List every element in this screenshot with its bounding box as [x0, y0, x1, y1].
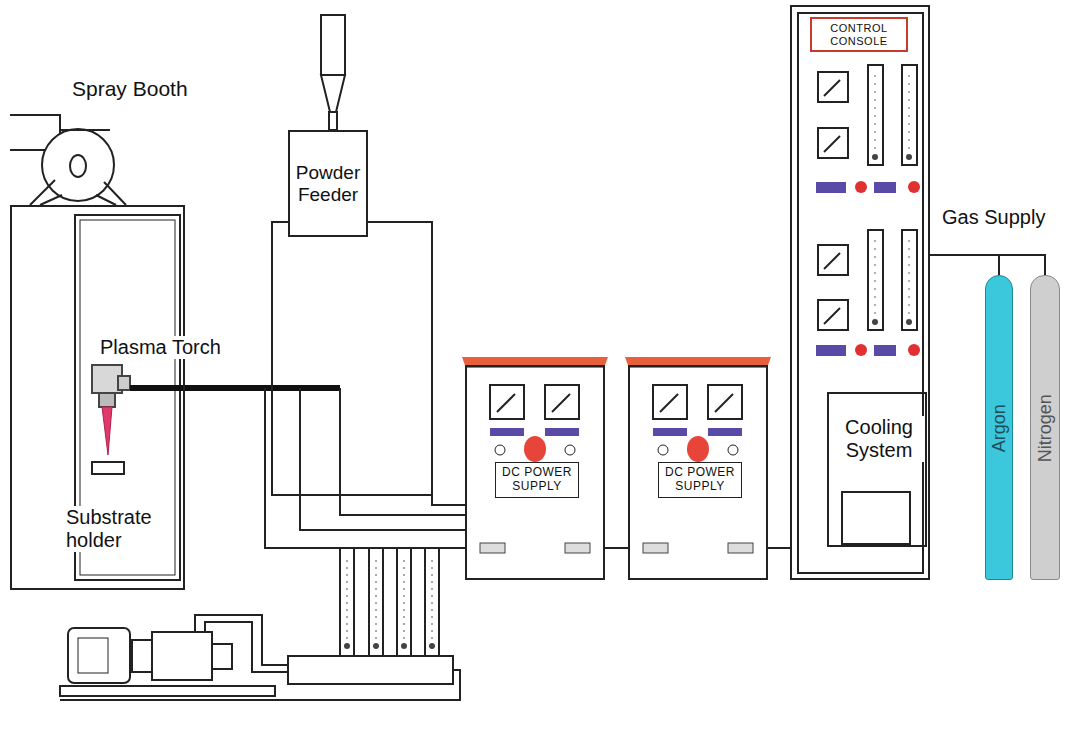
box-text: Spray Booth: [70, 77, 190, 101]
equipment-box: Powder Feeder: [288, 130, 368, 237]
equipment-box: Nitrogen: [1030, 275, 1060, 580]
box-text: DC POWER SUPPLY: [658, 462, 742, 498]
box-text: Cooling System: [833, 416, 925, 462]
box-text: DC POWER SUPPLY: [495, 462, 579, 498]
equipment-box: Argon: [985, 275, 1013, 580]
box-text: Nitrogen: [1035, 394, 1056, 462]
equipment-box: CONTROL CONSOLE Cooling System: [790, 5, 930, 580]
part-label: Plasma Torch: [98, 336, 223, 359]
connector: [930, 255, 1045, 275]
connector: [930, 255, 999, 275]
part-label: Gas Supply: [940, 206, 1047, 229]
box-text: CONTROL CONSOLE: [810, 17, 908, 52]
equipment-box: DC POWER SUPPLY: [628, 365, 768, 580]
equipment-box: Cooling System: [827, 392, 927, 547]
equipment-box: DC POWER SUPPLY: [465, 365, 605, 580]
box-text: Powder Feeder: [292, 162, 364, 206]
connector: [768, 548, 790, 549]
connector: [605, 548, 628, 549]
box-text: Argon: [989, 404, 1010, 452]
part-label: Substrate holder: [64, 506, 160, 552]
